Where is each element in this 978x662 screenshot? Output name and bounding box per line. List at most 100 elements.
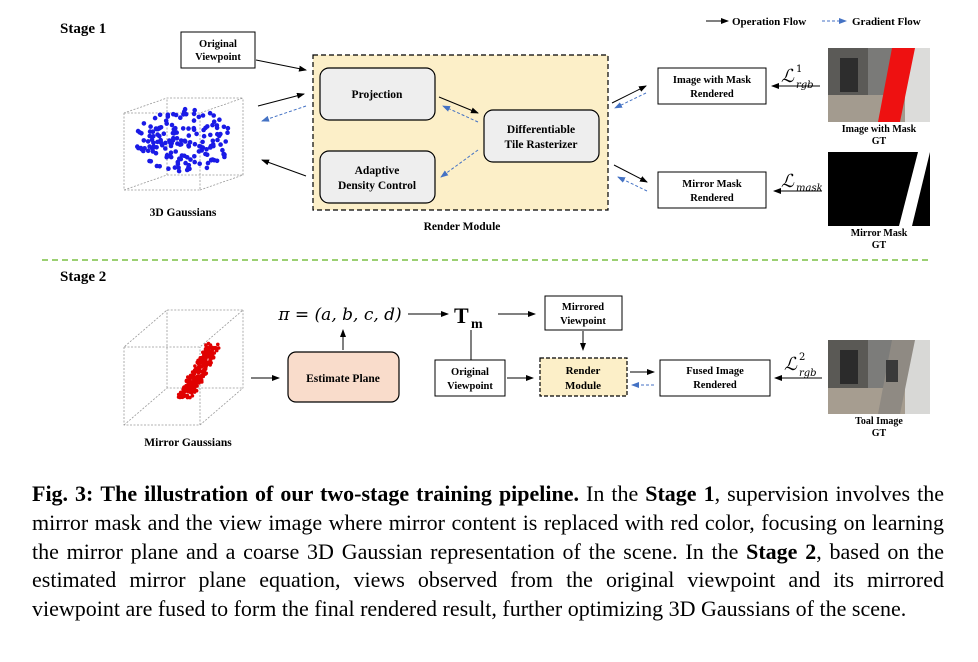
gaussian-point <box>175 161 181 167</box>
mirror-point <box>192 376 197 381</box>
gaussian-point <box>174 136 180 141</box>
gaussian-point <box>141 121 147 126</box>
adaptive-density-box <box>319 150 436 204</box>
gaussian-point <box>225 125 231 131</box>
gaussian-point <box>203 151 208 157</box>
gaussian-point <box>135 128 141 134</box>
gaussian-point <box>182 106 188 112</box>
gaussian-point <box>214 125 220 131</box>
gaussian-point <box>186 133 192 138</box>
mirror-point <box>185 394 190 399</box>
mirror-gaussians-label: Mirror Gaussians <box>144 437 232 449</box>
gaussian-point <box>186 126 191 131</box>
mirror-point <box>193 364 197 368</box>
mirror-point <box>193 380 198 385</box>
gaussian-point <box>173 112 179 118</box>
svg-text:Differentiable: Differentiable <box>507 124 575 136</box>
svg-text:mask: mask <box>796 183 823 194</box>
gaussian-point <box>172 165 178 170</box>
gaussian-point <box>217 117 222 122</box>
legend-gradient: Gradient Flow <box>852 16 921 28</box>
gaussian-point <box>208 143 214 149</box>
gaussian-point <box>149 137 155 142</box>
mirror-point <box>207 360 212 364</box>
gaussian-point <box>197 161 202 166</box>
svg-text:2: 2 <box>799 352 805 363</box>
mirror-point <box>196 378 200 382</box>
gaussian-point <box>205 160 211 166</box>
gaussian-point <box>161 131 167 136</box>
svg-text:GT: GT <box>872 428 887 439</box>
gaussian-point <box>215 137 220 143</box>
gaussian-point <box>139 146 144 152</box>
original-viewpoint-box-2 <box>434 359 506 397</box>
mirror-point <box>216 346 221 350</box>
render-module-box-2 <box>539 357 628 397</box>
mirror-point <box>189 373 194 378</box>
gt-image-mask-thumb <box>828 48 930 122</box>
stage2-title: Stage 2 <box>60 269 106 285</box>
svg-text:Viewpoint: Viewpoint <box>195 52 241 63</box>
svg-text:Density Control: Density Control <box>338 180 416 192</box>
gaussian-point <box>145 139 151 144</box>
gaussian-point <box>192 154 197 159</box>
mirror-point <box>200 369 204 374</box>
gaussian-point <box>154 163 160 169</box>
gaussian-point <box>208 132 213 138</box>
gaussian-point <box>167 138 172 143</box>
fused-image-box <box>659 359 771 397</box>
gaussian-point <box>154 145 159 150</box>
mirror-point <box>216 342 220 347</box>
gaussian-point <box>171 135 176 141</box>
mirror-point <box>204 360 209 365</box>
gaussian-point <box>163 140 168 146</box>
svg-text:Adaptive: Adaptive <box>355 165 400 177</box>
gaussian-point <box>173 149 178 154</box>
caption-title: The illustration of our two-stage traini… <box>100 481 580 506</box>
svg-text:Viewpoint: Viewpoint <box>447 381 493 392</box>
gaussian-point <box>200 145 206 150</box>
mirror-point <box>190 394 195 398</box>
svg-text:T: T <box>454 303 469 328</box>
mirror-point <box>196 375 201 379</box>
gaussian-point <box>153 126 159 131</box>
gaussian-point <box>207 110 213 116</box>
mirror-point <box>196 361 201 366</box>
transform-matrix: T m <box>454 303 483 332</box>
gaussian-point <box>147 129 153 134</box>
svg-text:Image with Mask: Image with Mask <box>673 75 751 86</box>
gaussian-point <box>197 144 202 149</box>
gaussian-point <box>135 144 140 149</box>
mirror-point <box>186 388 190 393</box>
gaussian-point <box>214 158 220 164</box>
mirror-point <box>209 350 213 354</box>
gaussian-point <box>210 122 215 128</box>
svg-text:Original: Original <box>451 367 489 378</box>
gaussian-point <box>153 150 159 156</box>
loss-rgb1: ℒ 1 rgb <box>781 64 814 91</box>
gaussian-point <box>191 118 197 123</box>
mirrored-viewpoint-box <box>544 295 623 331</box>
legend-operation: Operation Flow <box>732 16 806 28</box>
gaussian-point <box>188 157 193 162</box>
svg-text:Projection: Projection <box>352 89 403 101</box>
gaussian-point <box>175 141 180 146</box>
gaussian-point <box>201 133 207 139</box>
svg-text:Module: Module <box>565 380 601 392</box>
gaussian-point <box>141 138 147 143</box>
mirror-point <box>185 378 190 383</box>
svg-text:1: 1 <box>796 64 802 75</box>
loss-rgb2: ℒ 2 rgb <box>784 352 817 379</box>
gt-mirror-mask-thumb <box>828 152 930 226</box>
gaussian-point <box>145 148 151 154</box>
mirror-point <box>181 387 185 392</box>
svg-text:m: m <box>471 317 483 332</box>
gaussian-point <box>211 113 216 118</box>
gaussian-point <box>178 115 183 120</box>
gaussian-point <box>196 149 202 154</box>
gaussian-point <box>177 156 182 161</box>
gaussian-point <box>192 141 198 147</box>
mirror-point <box>202 352 207 356</box>
mirror-point <box>198 356 203 360</box>
gaussian-point <box>204 165 210 171</box>
